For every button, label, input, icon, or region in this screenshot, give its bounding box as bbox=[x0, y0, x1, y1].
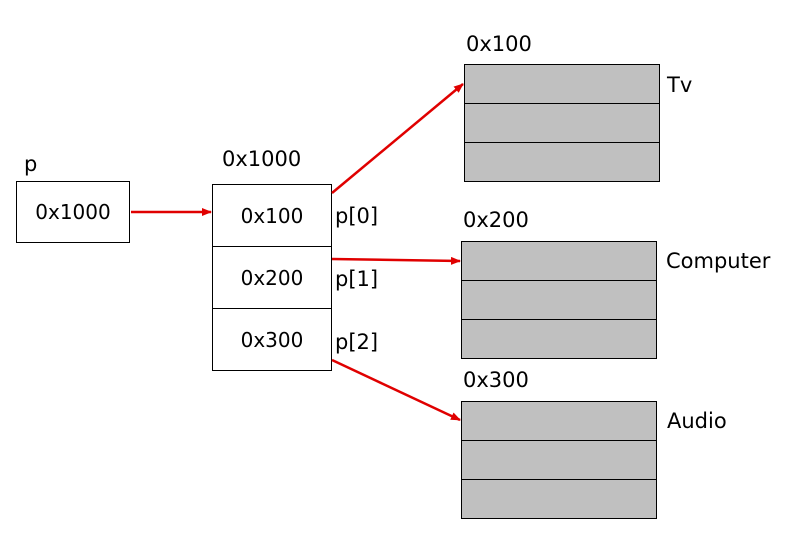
arrow-p2-to-audio bbox=[331, 358, 461, 422]
object-address-label-0: 0x100 bbox=[466, 32, 532, 56]
arrow-p0-to-tv bbox=[331, 83, 464, 194]
arrow-p1-to-computer bbox=[331, 256, 461, 265]
array-cell-2: 0x300 bbox=[213, 309, 331, 370]
object-block-audio bbox=[461, 401, 657, 519]
index-label-0: p[0] bbox=[335, 204, 379, 228]
array-cell-0: 0x100 bbox=[213, 185, 331, 247]
array-cell-value: 0x300 bbox=[240, 327, 304, 352]
object-slot bbox=[462, 281, 656, 320]
object-name-label-0: Tv bbox=[667, 73, 693, 97]
object-block-computer bbox=[461, 241, 657, 359]
array-address-label: 0x1000 bbox=[222, 147, 302, 171]
array-cell-value: 0x100 bbox=[240, 203, 304, 228]
object-address-label-1: 0x200 bbox=[463, 208, 529, 232]
array-cell-1: 0x200 bbox=[213, 247, 331, 309]
object-block-tv bbox=[464, 64, 660, 182]
index-label-1: p[1] bbox=[335, 267, 379, 291]
object-address-label-2: 0x300 bbox=[463, 368, 529, 392]
array-cell-value: 0x200 bbox=[240, 265, 304, 290]
pointer-name-label: p bbox=[24, 152, 38, 176]
pointer-variable-box: 0x1000 bbox=[16, 181, 130, 243]
object-name-label-2: Audio bbox=[667, 409, 727, 433]
pointer-array: 0x100 0x200 0x300 bbox=[212, 184, 332, 371]
object-name-label-1: Computer bbox=[666, 249, 771, 273]
index-label-2: p[2] bbox=[335, 330, 379, 354]
pointer-value: 0x1000 bbox=[35, 200, 111, 224]
object-slot bbox=[462, 242, 656, 281]
object-slot bbox=[462, 402, 656, 441]
object-slot bbox=[465, 104, 659, 143]
object-slot bbox=[462, 441, 656, 480]
object-slot bbox=[465, 65, 659, 104]
